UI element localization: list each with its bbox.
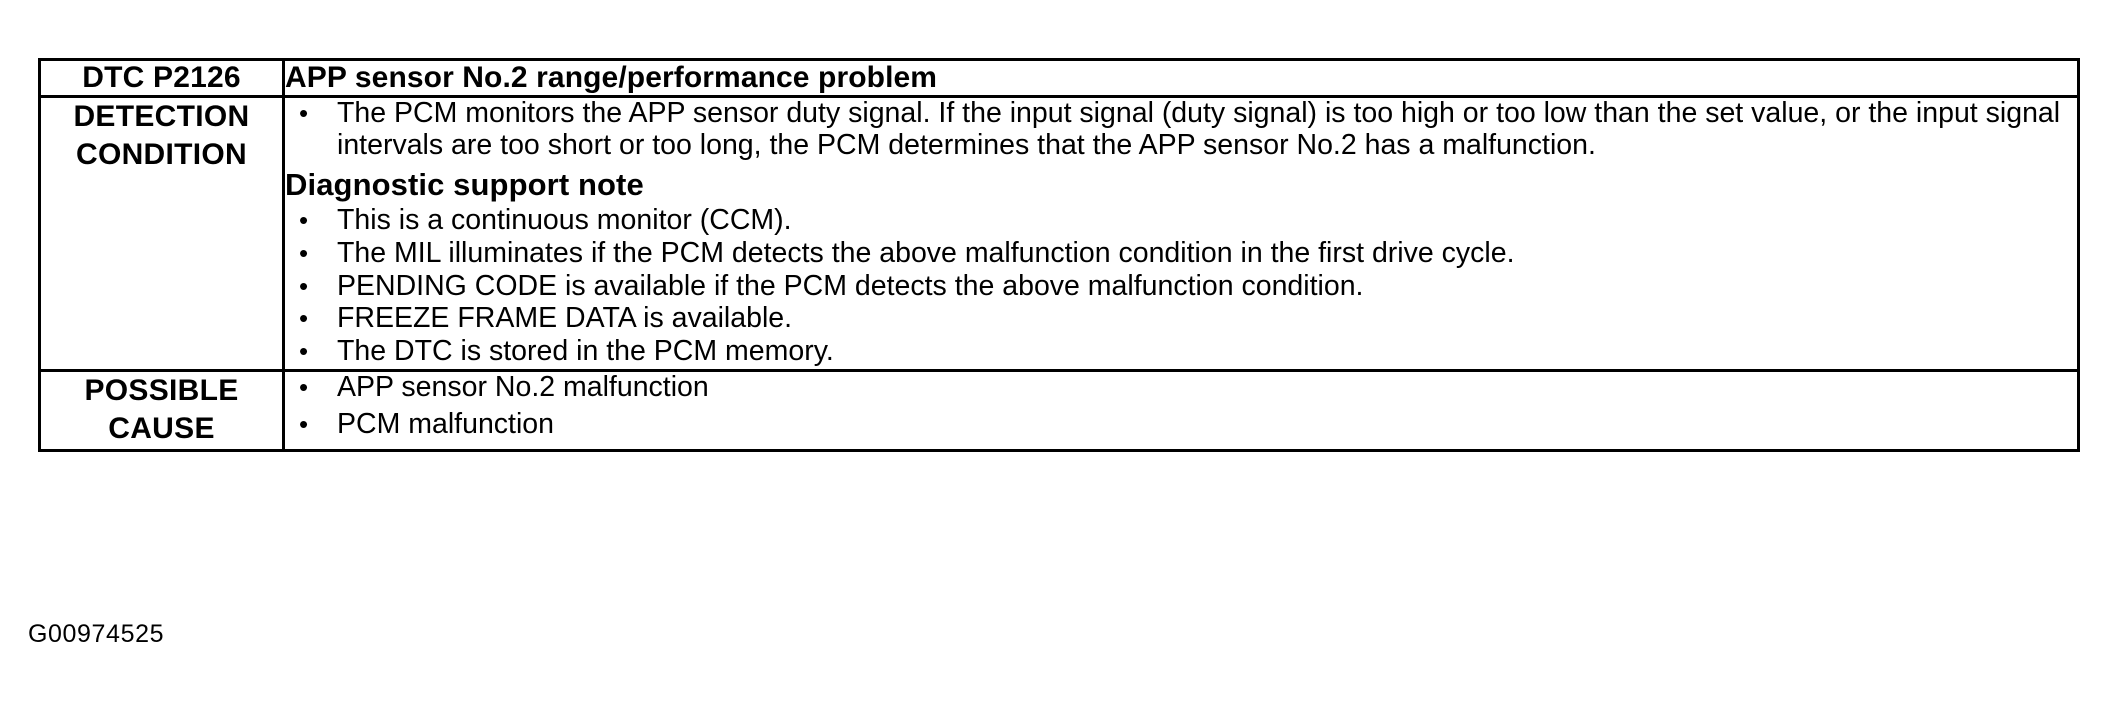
bullet-icon: •	[299, 303, 309, 334]
list-item-text: The PCM monitors the APP sensor duty sig…	[337, 97, 2061, 161]
table-row-possible-cause: POSSIBLE CAUSE • APP sensor No.2 malfunc…	[38, 368, 2080, 452]
list-item: • This is a continuous monitor (CCM).	[285, 204, 2077, 237]
bullet-icon: •	[299, 336, 309, 367]
bullet-icon: •	[299, 98, 309, 128]
list-item: • APP sensor No.2 malfunction	[285, 370, 2077, 404]
list-item-text: The MIL illuminates if the PCM detects t…	[337, 236, 1515, 269]
list-item-text: APP sensor No.2 malfunction	[337, 370, 709, 403]
list-item: • FREEZE FRAME DATA is available.	[285, 303, 2077, 335]
possible-cause-label-line-2: CAUSE	[108, 412, 215, 446]
bullet-icon: •	[299, 270, 309, 301]
list-item: • PCM malfunction	[285, 407, 2077, 441]
diagnostic-support-note-heading: Diagnostic support note	[285, 166, 644, 202]
list-item: • PENDING CODE is available if the PCM d…	[285, 269, 2077, 303]
dtc-title: APP sensor No.2 range/performance proble…	[282, 58, 2080, 98]
detection-condition-label: DETECTION CONDITION	[38, 95, 285, 372]
list-item: • The PCM monitors the APP sensor duty s…	[285, 97, 2077, 162]
possible-cause-label: POSSIBLE CAUSE	[38, 368, 285, 452]
table-row-detection-condition: DETECTION CONDITION • The PCM monitors t…	[38, 95, 2080, 372]
list-item-text: FREEZE FRAME DATA is available.	[337, 302, 793, 335]
table-row-dtc-header: DTC P2126 APP sensor No.2 range/performa…	[38, 58, 2080, 98]
bullet-icon: •	[299, 408, 309, 439]
bullet-icon: •	[299, 205, 309, 236]
detection-condition-content: • The PCM monitors the APP sensor duty s…	[282, 95, 2080, 372]
dtc-table: DTC P2126 APP sensor No.2 range/performa…	[38, 58, 2080, 452]
possible-cause-content: • APP sensor No.2 malfunction • PCM malf…	[282, 368, 2080, 452]
dtc-code-label: DTC P2126	[38, 58, 285, 98]
detection-condition-label-line-2: CONDITION	[75, 138, 248, 172]
list-item: • The MIL illuminates if the PCM detects…	[285, 236, 2077, 270]
diagnostic-support-note-list: • This is a continuous monitor (CCM). • …	[285, 204, 2077, 368]
list-item-text: PENDING CODE is available if the PCM det…	[337, 269, 1364, 302]
list-item-text: PCM malfunction	[337, 407, 554, 440]
list-item-text: This is a continuous monitor (CCM).	[337, 204, 792, 237]
detection-primary-bullet-list: • The PCM monitors the APP sensor duty s…	[285, 97, 2077, 162]
figure-id: G00974525	[28, 620, 165, 648]
possible-cause-list: • APP sensor No.2 malfunction • PCM malf…	[285, 370, 2077, 441]
detection-condition-label-line-1: DETECTION	[73, 100, 250, 133]
possible-cause-label-line-1: POSSIBLE	[84, 373, 239, 407]
bullet-icon: •	[299, 371, 309, 402]
list-item-text: The DTC is stored in the PCM memory.	[337, 335, 834, 368]
list-item: • The DTC is stored in the PCM memory.	[285, 335, 2077, 368]
bullet-icon: •	[299, 237, 309, 268]
